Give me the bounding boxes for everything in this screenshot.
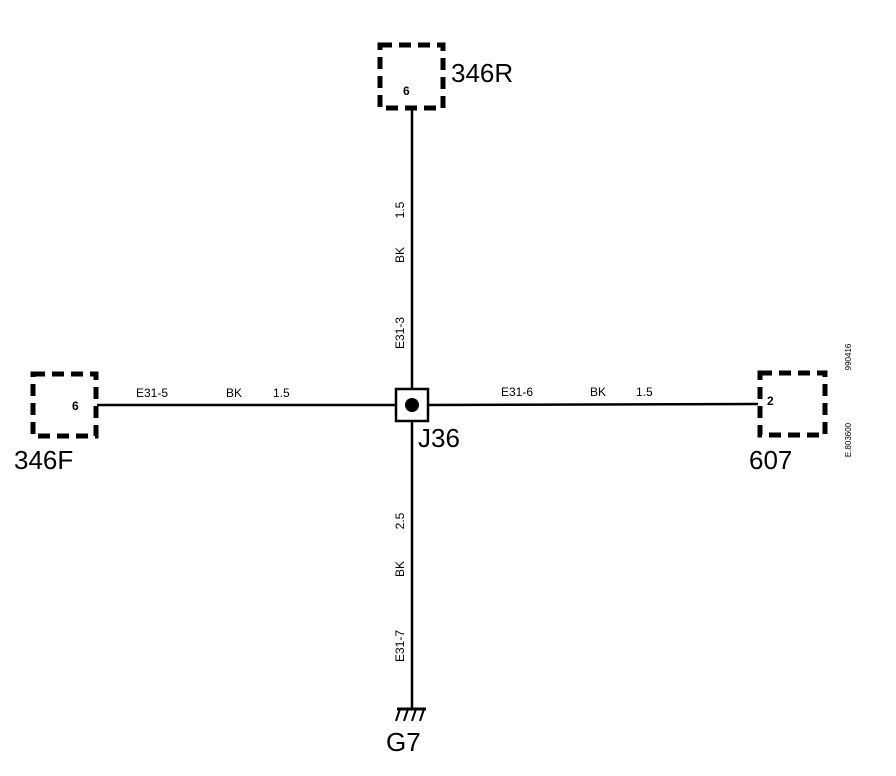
connector-607-pin: 2 bbox=[767, 394, 774, 408]
connector-607-label: 607 bbox=[749, 445, 792, 475]
wire-top-size: 1.5 bbox=[393, 201, 407, 218]
wire-right bbox=[427, 402, 759, 407]
side-code-upper: 990416 bbox=[844, 343, 853, 370]
wire-bottom-circuit: E31-7 bbox=[393, 630, 407, 662]
splice-J36: J36 bbox=[394, 387, 460, 453]
wire-top-circuit: E31-3 bbox=[393, 317, 407, 349]
wire-bottom-size: 2.5 bbox=[393, 512, 407, 529]
connector-346R: 6 346R bbox=[377, 42, 513, 111]
connector-607: 2 607 bbox=[749, 370, 828, 475]
wire-right-circuit: E31-6 bbox=[501, 385, 533, 399]
wire-bottom-color: BK bbox=[393, 561, 407, 577]
ground-G7: G7 bbox=[386, 707, 426, 757]
ground-G7-label: G7 bbox=[386, 727, 421, 757]
wire-right-color: BK bbox=[590, 385, 606, 399]
side-code-lower: E.803600 bbox=[844, 422, 853, 457]
connector-346R-label: 346R bbox=[451, 58, 513, 88]
connector-346F-pin: 6 bbox=[72, 399, 79, 413]
wire-left-size: 1.5 bbox=[273, 386, 290, 400]
connector-346F-label: 346F bbox=[14, 445, 73, 475]
connector-346R-pin: 6 bbox=[403, 84, 410, 98]
connector-346F: 6 346F bbox=[14, 371, 99, 475]
wire-left-circuit: E31-5 bbox=[136, 386, 168, 400]
wire-left-color: BK bbox=[226, 386, 242, 400]
wire-right-size: 1.5 bbox=[636, 385, 653, 399]
wire-top-color: BK bbox=[393, 247, 407, 263]
splice-J36-label: J36 bbox=[418, 423, 460, 453]
